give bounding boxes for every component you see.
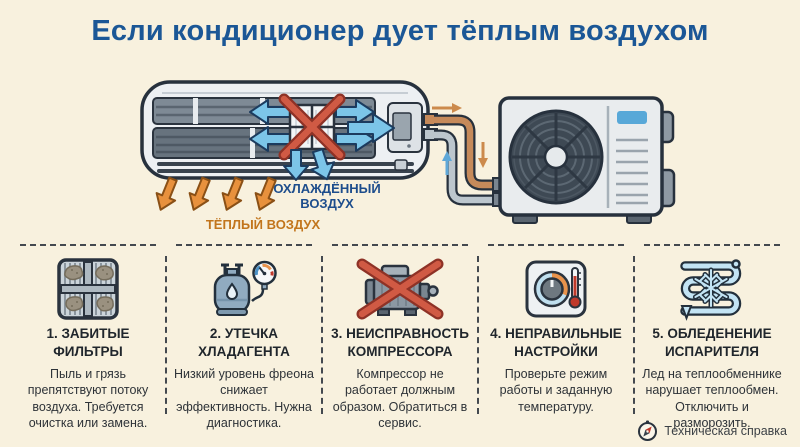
refrigerant-leak-icon [174,256,314,322]
outdoor-vents [616,138,648,205]
cause-title: 4. НЕПРАВИЛЬНЫЕ НАСТРОЙКИ [490,326,622,359]
compass-icon [637,420,658,441]
cause-description: Лед на теплообменнике нарушает теплообме… [642,367,782,430]
cause-title: 1. ЗАБИТЫЕ ФИЛЬТРЫ [46,326,130,359]
warm-air-arrows [155,176,277,211]
cause-column-3: 3. НЕИСПРАВНОСТЬ КОМПРЕССОРА Компрессор … [321,244,478,447]
cause-column-1: 1. ЗАБИТЫЕ ФИЛЬТРЫ Пыль и грязь препятст… [10,244,166,447]
outdoor-fan [508,109,604,205]
ac-diagram-graphic [140,80,676,224]
refrigerant-pipes [423,113,504,207]
wrong-settings-icon [486,256,626,322]
outdoor-unit [498,96,676,224]
causes-section: 1. ЗАБИТЫЕ ФИЛЬТРЫ Пыль и грязь препятст… [0,244,800,447]
cause-column-5: 5. ОБЛЕДЕНЕНИЕ ИСПАРИТЕЛЯ Лед на теплооб… [633,244,790,447]
cooled-air-label: ОХЛАЖДЁННЫЙ ВОЗДУХ [273,181,381,211]
red-cross-icon [278,93,346,161]
cause-description: Пыль и грязь препятствуют потоку воздуха… [27,367,149,430]
clogged-filter-icon [18,256,158,322]
cause-title: 5. ОБЛЕДЕНЕНИЕ ИСПАРИТЕЛЯ [652,326,772,359]
indoor-display-panel [387,102,423,153]
footer-label: Техническая справка [664,423,787,438]
cause-title: 3. НЕИСПРАВНОСТЬ КОМПРЕССОРА [331,326,469,359]
cause-description: Проверьте режим работы и заданную темпер… [499,367,613,414]
cause-description: Низкий уровень фреона снижает эффективно… [174,367,314,430]
pipe-flow-arrows [432,103,488,175]
warm-air-label: ТЁПЛЫЙ ВОЗДУХ [205,217,321,232]
indoor-sensor [394,159,408,171]
ac-diagram: ОХЛАЖДЁННЫЙ ВОЗДУХ ТЁПЛЫЙ ВОЗДУХ [0,62,800,244]
page-title: Если кондиционер дует тёплым воздухом [91,15,709,47]
cooled-air-down-arrows [283,148,336,181]
frozen-evaporator-icon [642,256,782,322]
outdoor-brand-badge [617,111,647,124]
cause-description: Компрессор не работает должным образом. … [332,367,468,430]
footer: Техническая справка [637,420,787,441]
cause-title: 2. УТЕЧКА ХЛАДАГЕНТА [198,326,290,359]
cause-column-2: 2. УТЕЧКА ХЛАДАГЕНТА Низкий уровень фрео… [165,244,322,447]
cause-column-4: 4. НЕПРАВИЛЬНЫЕ НАСТРОЙКИ Проверьте режи… [477,244,634,447]
compressor-fault-icon [330,256,470,322]
blocked-filter-icon [278,93,346,161]
cold-air-arrows [249,99,395,152]
